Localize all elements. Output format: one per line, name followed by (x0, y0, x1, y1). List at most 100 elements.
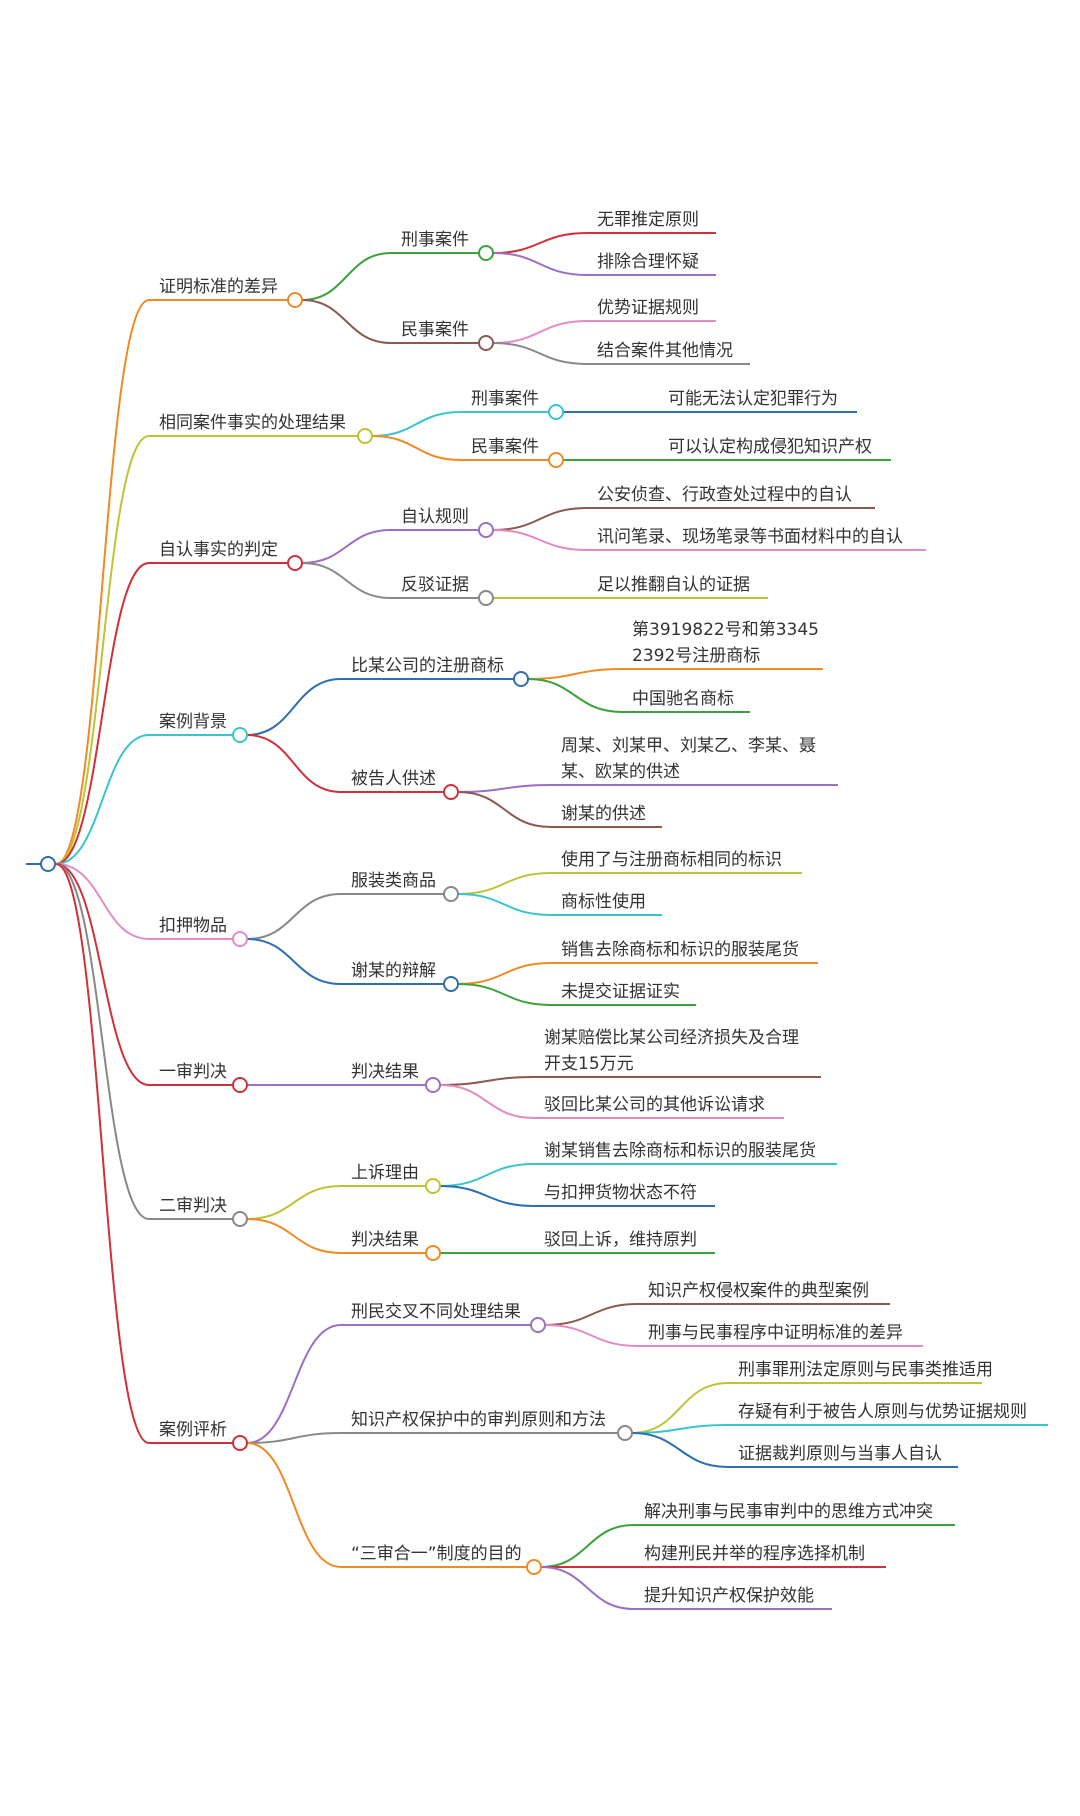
node-label: 2392号注册商标 (632, 646, 760, 666)
node-label: 可以认定构成侵犯知识产权 (668, 437, 872, 457)
leaf-node: 提升知识产权保护效能 (634, 1586, 832, 1610)
node-label: 与扣押货物状态不符 (544, 1183, 697, 1203)
node-label: 构建刑民并举的程序选择机制 (644, 1544, 865, 1564)
leaf-node: 周某、刘某甲、刘某乙、李某、聂某、欧某的供述 (551, 736, 838, 786)
connector-line (246, 1432, 342, 1444)
collapse-toggle-icon[interactable] (357, 428, 373, 444)
node-label: 谢某的辩解 (351, 961, 436, 981)
node-label: 比某公司的注册商标 (351, 656, 504, 676)
branch-node: 案例评析 (149, 1420, 248, 1451)
sub-topic-node: 服装类商品 (341, 871, 459, 902)
leaf-node: 中国驰名商标 (622, 689, 750, 713)
sub-topic-node: 民事案件 (391, 320, 494, 351)
collapse-toggle-icon[interactable] (530, 1317, 546, 1333)
leaf-node: 优势证据规则 (587, 298, 716, 322)
node-label: 自认规则 (401, 507, 469, 527)
collapse-toggle-icon[interactable] (232, 1077, 248, 1093)
collapse-toggle-icon[interactable] (478, 245, 494, 261)
collapse-toggle-icon[interactable] (478, 522, 494, 538)
sub-topic-node: 上诉理由 (341, 1163, 441, 1194)
leaf-node: 构建刑民并举的程序选择机制 (634, 1544, 886, 1568)
leaf-node: 可以认定构成侵犯知识产权 (658, 437, 891, 461)
collapse-toggle-icon[interactable] (478, 335, 494, 351)
collapse-toggle-icon[interactable] (232, 931, 248, 947)
node-label: 排除合理怀疑 (597, 252, 699, 272)
leaf-node: 使用了与注册商标相同的标识 (551, 849, 802, 874)
node-label: 判决结果 (351, 1230, 419, 1250)
sub-topic-node: 刑民交叉不同处理结果 (341, 1302, 546, 1333)
collapse-toggle-icon[interactable] (287, 292, 303, 308)
collapse-toggle-icon[interactable] (443, 886, 459, 902)
connector-line (439, 1084, 535, 1119)
connector-line (527, 678, 623, 713)
node-label: 某、欧某的供述 (561, 762, 680, 782)
connector-line (301, 299, 392, 344)
collapse-toggle-icon[interactable] (526, 1559, 542, 1575)
node-label: 服装类商品 (351, 871, 436, 891)
collapse-toggle-icon[interactable] (617, 1425, 633, 1441)
collapse-toggle-icon[interactable] (425, 1077, 441, 1093)
connector-line (631, 1382, 729, 1434)
branch-node: 扣押物品 (149, 916, 248, 947)
connector-line (457, 962, 552, 985)
collapse-toggle-icon[interactable] (443, 976, 459, 992)
node-label: 提升知识产权保护效能 (644, 1586, 814, 1606)
connector-line (55, 863, 150, 1086)
root-node-icon[interactable] (40, 856, 56, 872)
connector-line (55, 863, 150, 1220)
branch-node: 二审判决 (149, 1196, 248, 1227)
leaf-node: 商标性使用 (551, 891, 662, 916)
leaf-node: 公安侦查、行政查处过程中的自认 (587, 485, 875, 509)
sub-topic-node: 知识产权保护中的审判原则和方法 (341, 1410, 633, 1441)
leaf-node: 刑事与民事程序中证明标准的差异 (638, 1323, 923, 1347)
connector-line (55, 734, 150, 865)
connector-line (457, 893, 552, 916)
sub-topic-node: 自认规则 (391, 507, 494, 538)
connector-layer (55, 232, 729, 1610)
leaf-node: 刑事罪刑法定原则与民事类推适用 (728, 1360, 993, 1384)
connector-line (631, 1432, 729, 1468)
node-label: 谢某销售去除商标和标识的服装尾货 (544, 1141, 816, 1161)
connector-line (55, 863, 150, 940)
node-label: 扣押物品 (159, 916, 227, 936)
connector-line (55, 562, 150, 865)
node-label: 民事案件 (471, 437, 539, 457)
leaf-node: 讯问笔录、现场笔录等书面材料中的自认 (587, 527, 926, 551)
collapse-toggle-icon[interactable] (425, 1178, 441, 1194)
collapse-toggle-icon[interactable] (287, 555, 303, 571)
collapse-toggle-icon[interactable] (513, 671, 529, 687)
collapse-toggle-icon[interactable] (548, 452, 564, 468)
connector-line (246, 1442, 342, 1568)
collapse-toggle-icon[interactable] (548, 404, 564, 420)
connector-line (527, 668, 623, 680)
collapse-toggle-icon[interactable] (425, 1245, 441, 1261)
node-label: 案例背景 (159, 712, 227, 732)
connector-line (457, 784, 552, 793)
leaf-node: 谢某的供述 (551, 804, 662, 828)
collapse-toggle-icon[interactable] (443, 784, 459, 800)
connector-line (457, 872, 552, 895)
collapse-toggle-icon[interactable] (232, 1435, 248, 1451)
node-label: 刑民交叉不同处理结果 (351, 1302, 521, 1322)
leaf-node: 驳回上诉，维持原判 (534, 1230, 715, 1254)
collapse-toggle-icon[interactable] (478, 590, 494, 606)
node-label: 优势证据规则 (597, 298, 699, 318)
connector-line (439, 1185, 535, 1207)
connector-line (540, 1566, 635, 1610)
connector-line (55, 435, 150, 865)
leaf-node: 与扣押货物状态不符 (534, 1183, 715, 1207)
node-label: 刑事罪刑法定原则与民事类推适用 (738, 1360, 993, 1380)
node-label: 判决结果 (351, 1062, 419, 1082)
connector-line (631, 1424, 729, 1434)
collapse-toggle-icon[interactable] (232, 727, 248, 743)
connector-line (492, 342, 588, 365)
sub-topic-node: 判决结果 (341, 1062, 441, 1093)
collapse-toggle-icon[interactable] (232, 1211, 248, 1227)
branch-node: 自认事实的判定 (149, 540, 303, 571)
connector-line (301, 529, 392, 564)
node-label: 谢某的供述 (561, 804, 646, 824)
sub-topic-node: “三审合一”制度的目的 (341, 1544, 542, 1575)
leaf-node: 谢某销售去除商标和标识的服装尾货 (534, 1141, 837, 1165)
